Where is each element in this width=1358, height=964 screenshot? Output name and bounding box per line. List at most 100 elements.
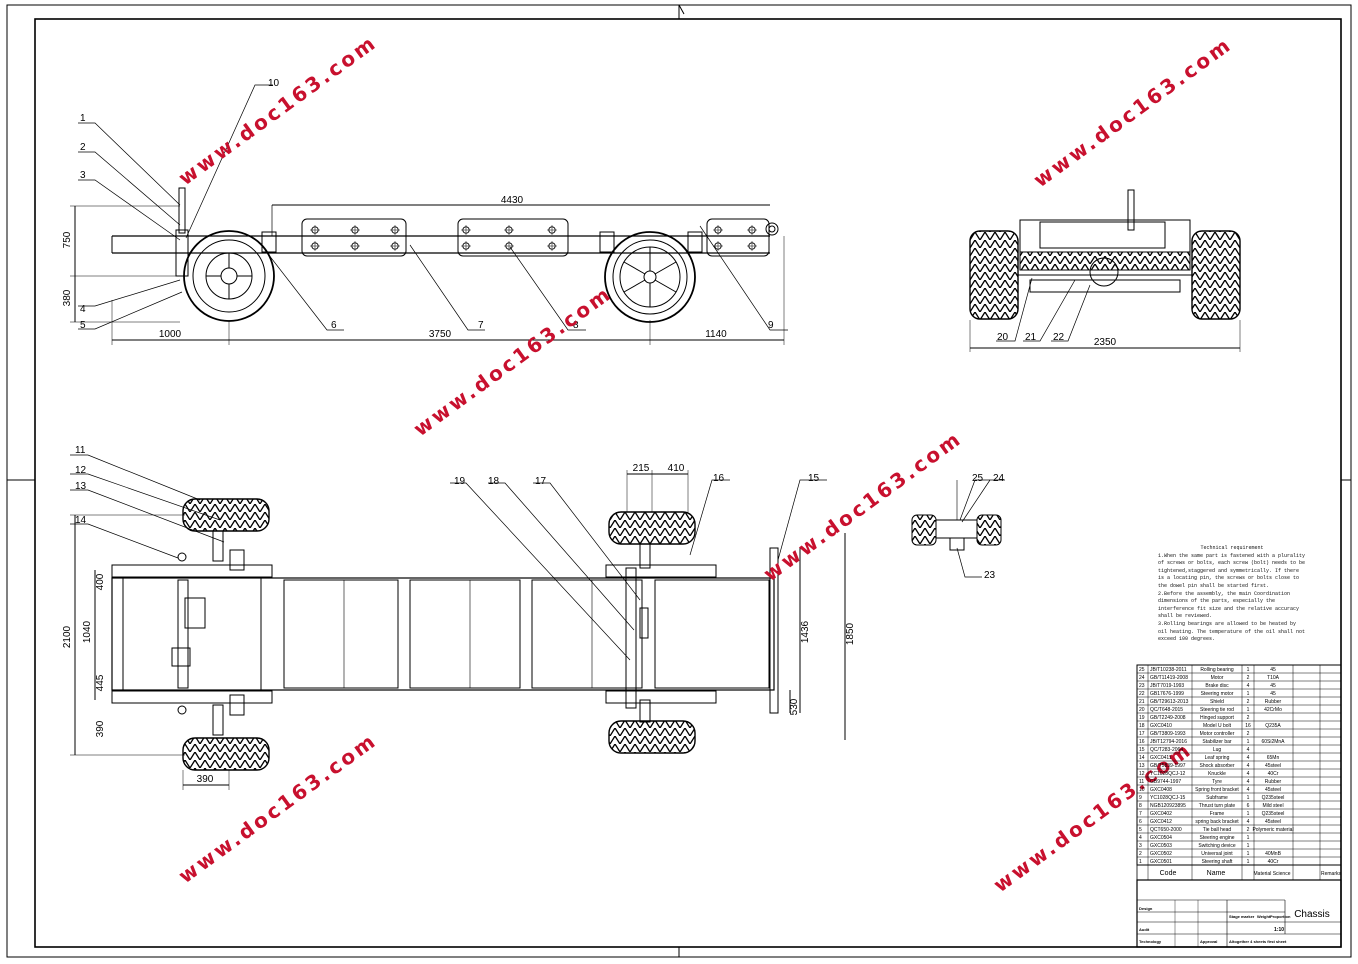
bom-name: Shock absorber [1199, 763, 1234, 769]
callout-25: 25 [972, 473, 984, 484]
field-design: Design [1139, 906, 1153, 911]
bom-code: GXC0410 [1150, 723, 1172, 729]
bom-code: NGB120923895 [1150, 803, 1186, 809]
inner-border [34, 18, 1342, 948]
bom-no: 2 [1139, 851, 1142, 857]
bom-name: Universal joint [1201, 851, 1233, 857]
callout-16: 16 [713, 473, 725, 484]
bom-code: GXC0408 [1150, 787, 1172, 793]
bom-no: 16 [1139, 739, 1145, 745]
bom-qty: 4 [1247, 779, 1250, 785]
bom-material: 40Cr [1268, 771, 1279, 777]
bom-header-code: Code [1160, 870, 1177, 877]
callout-6: 6 [331, 320, 337, 331]
bom-qty: 4 [1247, 787, 1250, 793]
bom-material: Q235steel [1262, 795, 1285, 801]
field-technology: Technology [1139, 939, 1162, 944]
bom-no: 8 [1139, 803, 1142, 809]
bom-qty: 4 [1247, 755, 1250, 761]
callout-15: 15 [808, 473, 820, 484]
field-proportion: Proportion [1270, 914, 1291, 919]
title-block [1136, 879, 1342, 948]
bom-code: YC1028QCJ-12 [1150, 771, 1186, 777]
callout-23: 23 [984, 570, 996, 581]
bom-code: JB/T7019-1993 [1150, 683, 1184, 689]
bom-material: 45 [1270, 683, 1276, 689]
bom-material: Polymeric material [1252, 827, 1293, 833]
bom-code: GB/T5839-1997 [1150, 763, 1186, 769]
dim-1000: 1000 [159, 329, 182, 340]
bom-qty: 1 [1247, 859, 1250, 865]
bom-name: Model U bolt [1203, 723, 1232, 729]
bom-code: GXC0503 [1150, 843, 1172, 849]
bom-code: GXC0412 [1150, 819, 1172, 825]
technical-requirement-item-3: 3.Rolling bearings are allowed to be hea… [1158, 620, 1306, 643]
bom-no: 24 [1139, 675, 1145, 681]
callout-numbers: 1 2 3 4 5 6 7 8 9 10 11 12 13 14 15 16 1… [75, 78, 1065, 581]
bom-code: JB/T10238-2011 [1150, 667, 1187, 673]
dimensions: 4430 750 380 1000 3750 1140 2350 215 410… [62, 195, 1117, 785]
bom-name: Switching device [1198, 843, 1235, 849]
bom-material: Q235steel [1262, 811, 1285, 817]
bom-no: 17 [1139, 731, 1145, 737]
bom-no: 5 [1139, 827, 1142, 833]
scale-value: 1:10 [1274, 927, 1284, 933]
bom-code: GXC0502 [1150, 851, 1172, 857]
bom-no: 19 [1139, 715, 1145, 721]
dim-1850: 1850 [845, 622, 856, 645]
bom-name: Leaf spring [1205, 755, 1230, 761]
callout-14: 14 [75, 515, 87, 526]
dim-530: 530 [789, 698, 800, 715]
drawing-name: Chassis [1294, 909, 1330, 920]
bom-no: 15 [1139, 747, 1145, 753]
bom-code: GXC0504 [1150, 835, 1172, 841]
technical-requirement-title: Technical requirement [1200, 545, 1264, 551]
side-view [70, 187, 785, 345]
bom-qty: 2 [1247, 675, 1250, 681]
bom-no: 7 [1139, 811, 1142, 817]
bom-name: spring back bracket [1195, 819, 1239, 825]
callout-13: 13 [75, 481, 87, 492]
bom-name: Tyre [1212, 779, 1222, 785]
bom-qty: 6 [1247, 803, 1250, 809]
dim-2100: 2100 [62, 625, 73, 648]
bom-no: 9 [1139, 795, 1142, 801]
callout-17: 17 [535, 476, 547, 487]
bom-no: 4 [1139, 835, 1142, 841]
dim-445: 445 [95, 674, 106, 691]
bom-code: GXC0411 [1150, 755, 1172, 761]
dim-400: 400 [95, 573, 106, 590]
bom-material: Rubber [1265, 779, 1282, 785]
side-view-holes [309, 224, 758, 252]
bom-no: 21 [1139, 699, 1145, 705]
bom-code: GB/T3809-1993 [1150, 731, 1186, 737]
bom-qty: 1 [1247, 707, 1250, 713]
bom-qty: 2 [1247, 715, 1250, 721]
bom-no: 3 [1139, 843, 1142, 849]
dim-2350: 2350 [1094, 337, 1117, 348]
field-stage-marker: Stage marker [1229, 914, 1255, 919]
bom-material: 40MnB [1265, 851, 1282, 857]
dim-380: 380 [62, 289, 73, 306]
bom-qty: 2 [1247, 827, 1250, 833]
callout-21: 21 [1025, 332, 1037, 343]
bom-material: 45 [1270, 691, 1276, 697]
bom-no: 11 [1139, 779, 1144, 785]
bom-material: 65Mn [1267, 755, 1280, 761]
bom-code: GB9744-1997 [1150, 779, 1181, 785]
callout-4: 4 [80, 304, 86, 315]
bom-name: Tie ball head [1203, 827, 1232, 833]
bom-qty: 4 [1247, 747, 1250, 753]
bom-code: GXC0402 [1150, 811, 1172, 817]
bom-qty: 4 [1247, 763, 1250, 769]
bom-name: Subframe [1206, 795, 1228, 801]
dim-750: 750 [62, 231, 73, 248]
bom-name: Steering tie rod [1200, 707, 1234, 713]
bom-material: 45steel [1265, 819, 1281, 825]
callout-22: 22 [1053, 332, 1065, 343]
dim-390-vertical: 390 [95, 720, 106, 737]
bom-qty: 1 [1247, 739, 1250, 745]
bom-name: Lug [1213, 747, 1222, 753]
bom-name: Rolling bearing [1200, 667, 1234, 673]
bom-code: GB17676-1999 [1150, 691, 1184, 697]
